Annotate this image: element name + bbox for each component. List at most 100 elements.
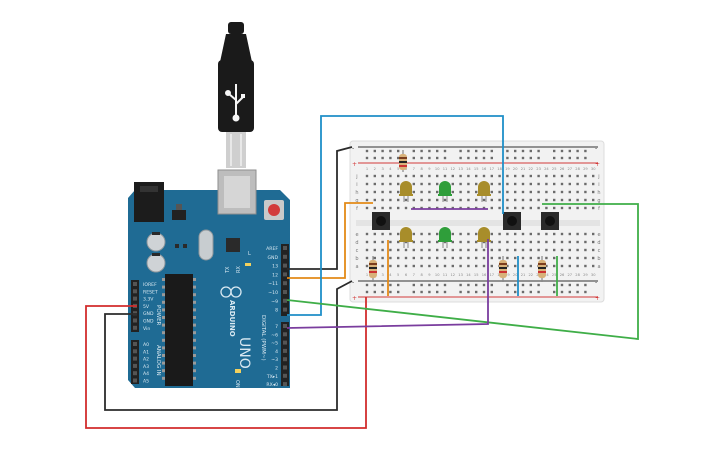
header-pin-socket[interactable] — [133, 342, 137, 346]
rail-hole[interactable] — [381, 290, 384, 294]
terminal-hole[interactable] — [412, 240, 415, 244]
terminal-hole[interactable] — [490, 190, 493, 194]
terminal-hole[interactable] — [568, 256, 571, 260]
terminal-hole[interactable] — [412, 248, 415, 252]
terminal-hole[interactable] — [365, 256, 369, 260]
header-pin-socket[interactable] — [133, 356, 137, 361]
rail-hole[interactable] — [443, 156, 447, 160]
terminal-hole[interactable] — [373, 182, 376, 186]
terminal-hole[interactable] — [389, 248, 392, 252]
terminal-hole[interactable] — [576, 198, 579, 202]
terminal-hole[interactable] — [506, 240, 509, 244]
terminal-hole[interactable] — [553, 174, 556, 178]
push-button[interactable] — [503, 212, 521, 230]
rail-hole[interactable] — [521, 156, 525, 160]
terminal-hole[interactable] — [529, 256, 532, 260]
terminal-hole[interactable] — [514, 206, 517, 210]
terminal-hole[interactable] — [436, 256, 439, 260]
terminal-hole[interactable] — [592, 190, 595, 194]
terminal-hole[interactable] — [560, 182, 564, 186]
terminal-hole[interactable] — [436, 248, 439, 252]
terminal-hole[interactable] — [537, 198, 540, 202]
terminal-hole[interactable] — [420, 190, 423, 194]
terminal-hole[interactable] — [537, 232, 540, 236]
terminal-hole[interactable] — [412, 182, 415, 186]
terminal-hole[interactable] — [475, 198, 478, 202]
rail-hole[interactable] — [365, 149, 369, 153]
terminal-hole[interactable] — [373, 174, 376, 178]
terminal-hole[interactable] — [584, 190, 587, 194]
terminal-hole[interactable] — [420, 232, 423, 236]
header-pin-socket[interactable] — [283, 307, 287, 312]
rail-hole[interactable] — [467, 290, 470, 294]
terminal-hole[interactable] — [521, 264, 525, 268]
terminal-hole[interactable] — [475, 256, 478, 260]
terminal-hole[interactable] — [467, 190, 470, 194]
terminal-hole[interactable] — [404, 256, 408, 260]
rail-hole[interactable] — [568, 149, 571, 153]
terminal-hole[interactable] — [404, 206, 408, 210]
terminal-hole[interactable] — [506, 174, 509, 178]
rail-hole[interactable] — [584, 156, 587, 160]
terminal-hole[interactable] — [365, 206, 369, 210]
terminal-hole[interactable] — [467, 248, 470, 252]
terminal-hole[interactable] — [592, 182, 595, 186]
rail-hole[interactable] — [482, 283, 486, 287]
terminal-hole[interactable] — [592, 248, 595, 252]
header-pin-socket[interactable] — [283, 254, 287, 259]
header-pin-socket[interactable] — [133, 296, 137, 301]
header-pin-socket[interactable] — [283, 272, 287, 277]
terminal-hole[interactable] — [529, 248, 532, 252]
rail-hole[interactable] — [475, 290, 478, 294]
terminal-hole[interactable] — [459, 206, 462, 210]
terminal-hole[interactable] — [521, 256, 525, 260]
terminal-hole[interactable] — [451, 248, 454, 252]
resistor[interactable] — [499, 256, 507, 282]
rail-hole[interactable] — [553, 149, 556, 153]
terminal-hole[interactable] — [443, 206, 447, 210]
terminal-hole[interactable] — [514, 174, 517, 178]
usb-cable[interactable] — [218, 22, 254, 168]
resistor[interactable] — [369, 256, 377, 282]
rail-hole[interactable] — [443, 290, 447, 294]
rail-hole[interactable] — [529, 156, 532, 160]
rail-hole[interactable] — [459, 290, 462, 294]
rail-hole[interactable] — [529, 283, 532, 287]
rail-hole[interactable] — [514, 156, 517, 160]
terminal-hole[interactable] — [459, 240, 462, 244]
terminal-hole[interactable] — [475, 182, 478, 186]
terminal-hole[interactable] — [576, 182, 579, 186]
terminal-hole[interactable] — [428, 248, 431, 252]
terminal-hole[interactable] — [389, 206, 392, 210]
terminal-hole[interactable] — [514, 256, 517, 260]
rail-hole[interactable] — [560, 156, 564, 160]
rail-hole[interactable] — [514, 149, 517, 153]
terminal-hole[interactable] — [428, 232, 431, 236]
terminal-hole[interactable] — [397, 240, 400, 244]
header-pin-socket[interactable] — [283, 340, 287, 345]
rail-hole[interactable] — [475, 149, 478, 153]
terminal-hole[interactable] — [490, 240, 493, 244]
rail-hole[interactable] — [521, 149, 525, 153]
rail-hole[interactable] — [537, 156, 540, 160]
terminal-hole[interactable] — [381, 206, 384, 210]
terminal-hole[interactable] — [389, 256, 392, 260]
terminal-hole[interactable] — [584, 240, 587, 244]
push-button[interactable] — [541, 212, 559, 230]
terminal-hole[interactable] — [436, 232, 439, 236]
terminal-hole[interactable] — [545, 174, 548, 178]
terminal-hole[interactable] — [381, 232, 384, 236]
terminal-hole[interactable] — [506, 248, 509, 252]
rail-hole[interactable] — [490, 283, 493, 287]
terminal-hole[interactable] — [514, 190, 517, 194]
terminal-hole[interactable] — [451, 232, 454, 236]
rail-hole[interactable] — [506, 283, 509, 287]
terminal-hole[interactable] — [420, 174, 423, 178]
terminal-hole[interactable] — [397, 264, 400, 268]
led[interactable] — [399, 227, 413, 248]
terminal-hole[interactable] — [459, 190, 462, 194]
terminal-hole[interactable] — [475, 232, 478, 236]
terminal-hole[interactable] — [506, 198, 509, 202]
arduino-uno-board[interactable]: TX RX L ARDUINO UNO ON IOREFRESET3.3V5VG… — [128, 169, 290, 388]
terminal-hole[interactable] — [568, 240, 571, 244]
